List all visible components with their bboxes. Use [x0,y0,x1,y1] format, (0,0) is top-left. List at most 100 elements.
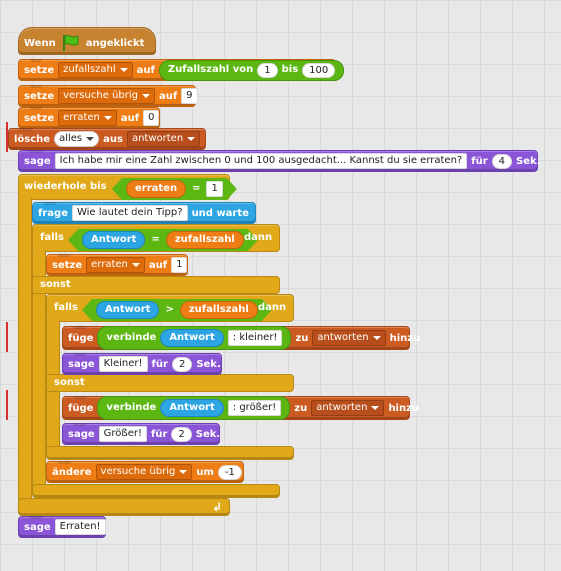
variable-name: zufallszahl [63,64,116,75]
random-label: Zufallszahl von [167,64,254,75]
ask-post-word: und warte [191,207,249,219]
value-input[interactable]: 9 [181,88,198,104]
secs-input[interactable]: 4 [491,153,512,169]
equals-condition[interactable]: erraten = 1 [112,178,237,200]
join-label: verbinde [106,402,157,413]
answer-reporter[interactable]: Antwort [96,301,159,319]
then-label: dann [244,232,273,243]
repeat-until-foot [18,498,230,516]
secs-word: Sek. [516,155,541,167]
variable-dropdown[interactable]: zufallszahl [58,62,133,78]
set-verb: setze [52,259,83,271]
chevron-down-icon [372,336,381,340]
if-label: falls [40,232,64,243]
say-text-input[interactable]: Ich habe mir eine Zahl zwischen 0 und 10… [54,153,468,169]
list-dropdown[interactable]: antworten [126,131,201,147]
equals-condition[interactable]: Antwort = zufallszahl [68,229,258,251]
add-to-word: zu [294,402,308,414]
list-name: antworten [131,133,184,144]
if-else-foot [46,446,294,460]
random-bis-word: bis [281,64,299,75]
random-from-input[interactable]: 1 [257,62,278,78]
say-text-input[interactable]: Erraten! [54,519,106,535]
say-verb: sage [68,428,95,440]
greater-than-condition[interactable]: Antwort > zufallszahl [82,299,272,321]
value-input[interactable]: -1 [217,464,242,480]
change-variable-block[interactable]: ändere versuche übrig um -1 [46,461,244,483]
random-to-input[interactable]: 100 [302,62,336,78]
set-to-word: auf [148,259,168,271]
say-verb: sage [68,358,95,370]
value-input[interactable]: 1 [206,181,222,197]
answer-reporter[interactable]: Antwort [160,399,224,417]
item-dropdown[interactable]: alles [54,131,100,147]
item-value: alles [59,133,83,144]
change-by-word: um [196,466,214,478]
answer-reporter[interactable]: Antwort [160,329,224,347]
say-for-word: für [150,428,168,440]
join-reporter[interactable]: verbinde Antwort : kleiner! [97,326,292,350]
delete-list-block[interactable]: lösche alles aus antworten [8,128,206,150]
say-text-input[interactable]: Größer! [98,426,147,442]
say-for-secs-block[interactable]: sage Größer! für 2 Sek. [62,423,220,445]
answer-reporter[interactable]: Antwort [82,231,145,249]
add-verb: füge [68,332,94,344]
if-else-arm [32,250,46,486]
ask-and-wait-block[interactable]: frage Wie lautet dein Tipp? und warte [32,202,256,224]
set-verb: setze [24,112,55,124]
if-else-foot [32,484,280,498]
add-to-list-block[interactable]: füge verbinde Antwort : kleiner! zu antw… [62,326,420,350]
chevron-down-icon [179,470,188,474]
ask-text-input[interactable]: Wie lautet dein Tipp? [71,205,188,221]
value-input[interactable]: 0 [143,110,160,126]
repeat-until-arm [18,198,32,500]
else-bar [32,276,280,294]
value-input[interactable]: 1 [171,257,188,273]
when-flag-clicked-block[interactable]: Wenn angeklickt [18,27,156,55]
secs-input[interactable]: 2 [171,356,193,372]
say-for-word: für [151,358,168,370]
list-dropdown[interactable]: antworten [312,330,386,346]
list-dropdown[interactable]: antworten [311,400,385,416]
set-variable-block[interactable]: setze erraten auf 0 [18,107,160,129]
set-variable-block[interactable]: setze zufallszahl auf Zufallszahl von 1 … [18,59,345,81]
join-reporter[interactable]: verbinde Antwort : größer! [97,396,291,420]
chevron-down-icon [119,68,128,72]
join-text-input[interactable]: : größer! [227,400,282,416]
red-mark [6,390,8,420]
chevron-down-icon [131,263,140,267]
variable-dropdown[interactable]: erraten [86,257,145,273]
variable-dropdown[interactable]: versuche übrig [95,464,193,480]
add-to-list-block[interactable]: füge verbinde Antwort : größer! zu antwo… [62,396,419,420]
set-verb: setze [24,64,55,76]
add-post-word: hinzu [388,402,420,414]
variable-name: versuche übrig [100,466,176,477]
set-variable-block[interactable]: setze erraten auf 1 [46,254,188,276]
secs-input[interactable]: 2 [171,426,192,442]
say-for-secs-block[interactable]: sage Ich habe mir eine Zahl zwischen 0 u… [18,150,541,172]
red-mark [6,322,8,352]
set-verb: setze [24,90,55,102]
zufallszahl-reporter[interactable]: zufallszahl [166,231,244,249]
say-verb: sage [24,521,51,533]
join-text-input[interactable]: : kleiner! [227,330,283,346]
add-verb: füge [68,402,94,414]
chevron-down-icon [371,406,380,410]
set-to-word: auf [158,90,178,102]
say-block[interactable]: sage Erraten! [18,516,106,538]
add-to-word: zu [295,332,309,344]
variable-dropdown[interactable]: erraten [58,110,117,126]
say-for-secs-block[interactable]: sage Kleiner! für 2 Sek. [62,353,222,375]
hat-label-post: angeklickt [85,37,145,49]
variable-dropdown[interactable]: versuche übrig [58,88,155,104]
say-text-input[interactable]: Kleiner! [98,356,148,372]
else-label: sonst [54,377,85,388]
set-variable-block[interactable]: setze versuche übrig auf 9 [18,85,198,107]
chevron-down-icon [187,137,196,141]
random-reporter[interactable]: Zufallszahl von 1 bis 100 [158,59,345,81]
zufallszahl-reporter[interactable]: zufallszahl [180,301,258,319]
ask-verb: frage [38,207,68,219]
erraten-reporter[interactable]: erraten [126,180,186,198]
say-verb: sage [24,155,51,167]
